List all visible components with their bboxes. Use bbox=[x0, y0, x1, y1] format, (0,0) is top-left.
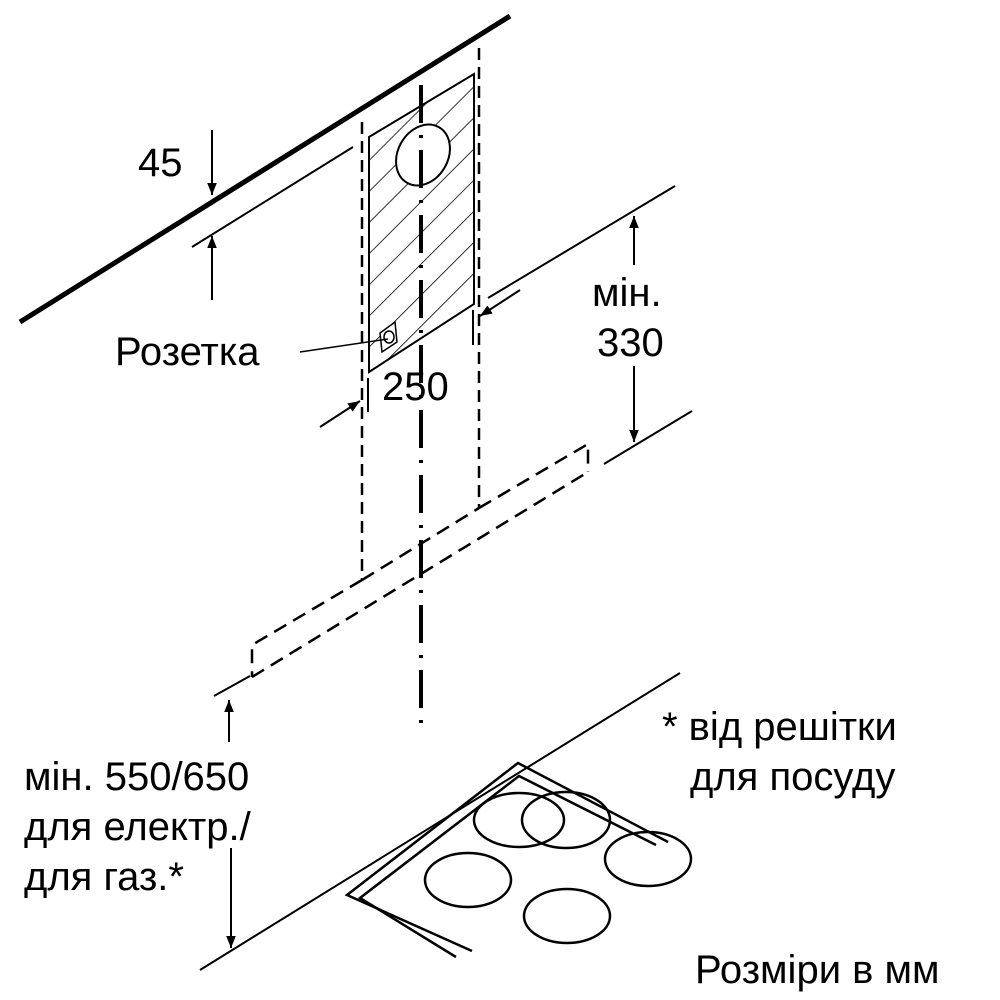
worktop-line bbox=[199, 672, 681, 971]
ceiling-offset-line bbox=[191, 146, 354, 248]
socket-icon bbox=[379, 320, 398, 354]
hob bbox=[344, 761, 693, 959]
footnote-line1: * від решітки bbox=[662, 705, 897, 749]
hob-distance-line3: для газ.* bbox=[24, 855, 184, 899]
hood-bottom-line bbox=[213, 675, 251, 697]
units-label: Розміри в мм bbox=[695, 948, 940, 992]
hob-distance-line1: мін. 550/650 bbox=[24, 755, 249, 799]
footnote-line2: для посуду bbox=[690, 755, 895, 799]
dimension-45-label: 45 bbox=[138, 141, 183, 185]
dimension-330-label: 330 bbox=[597, 321, 664, 365]
dimension-250-label: 250 bbox=[382, 365, 449, 409]
socket-leader bbox=[299, 338, 389, 353]
hood-bottom-reference-line bbox=[603, 410, 693, 465]
hood-top-reference-line bbox=[487, 185, 676, 299]
duct-edge-lines bbox=[360, 48, 481, 580]
socket-label: Розетка bbox=[115, 330, 260, 374]
dimension-hob-arrows bbox=[224, 700, 236, 948]
burner-right bbox=[603, 830, 693, 888]
burner-back bbox=[472, 791, 566, 849]
ceiling-line bbox=[18, 13, 512, 325]
dimension-250-arrows bbox=[319, 289, 521, 428]
burner-left bbox=[423, 851, 513, 909]
burner-front bbox=[522, 887, 612, 945]
hob-distance-line2: для електр./ bbox=[24, 805, 252, 849]
dimension-330-min-label: мін. bbox=[592, 271, 662, 315]
hood-outline bbox=[250, 441, 590, 679]
